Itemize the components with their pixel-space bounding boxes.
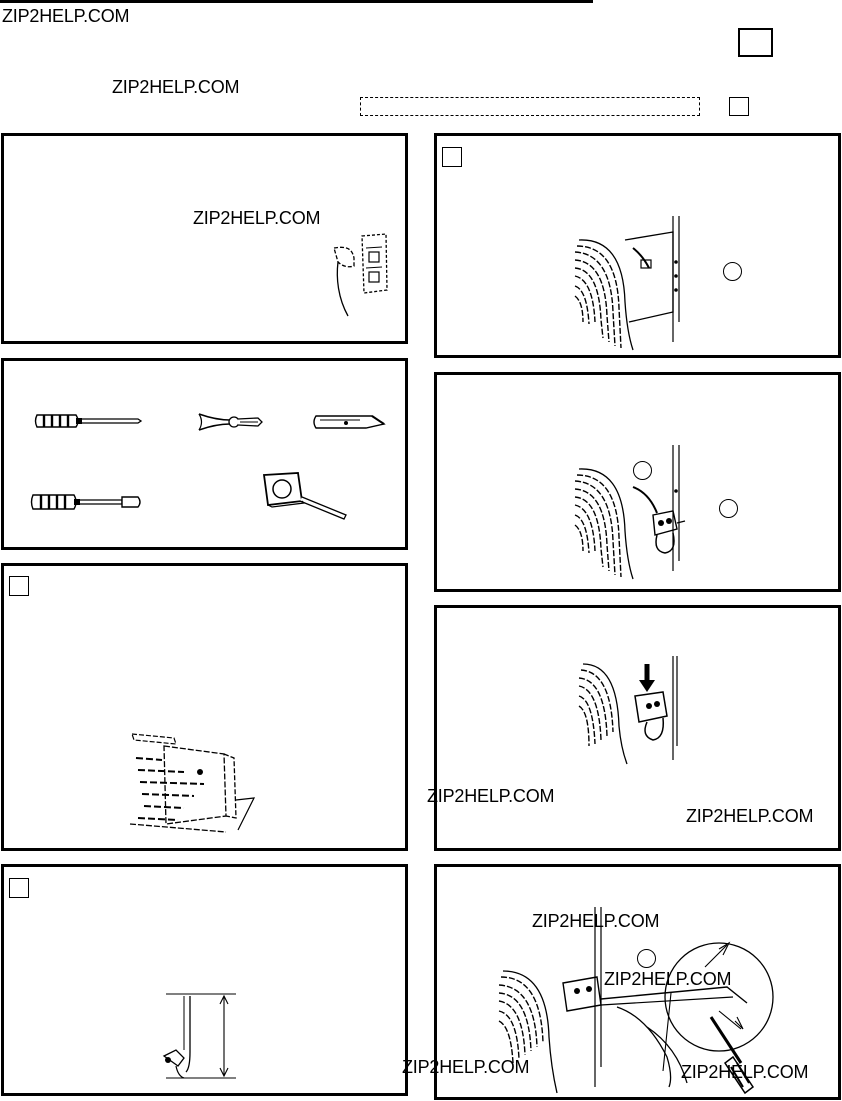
flat-screwdriver-icon (34, 414, 143, 428)
watermark: ZIP2HELP.COM (112, 77, 240, 97)
measurement-drawing (162, 993, 236, 1079)
tape-measure-icon (262, 472, 347, 520)
wire-connection-drawing (498, 907, 774, 1095)
watermark: ZIP2HELP.COM (686, 806, 814, 826)
watermark: ZIP2HELP.COM (681, 1062, 809, 1082)
panel-tools-needed (1, 358, 408, 550)
panel-electrical-requirements (1, 133, 408, 344)
strain-relief-drawing (578, 656, 678, 765)
dryer-back-drawing (574, 216, 680, 351)
panel-step-connect-wires (434, 864, 841, 1100)
page-marker-box (738, 28, 773, 57)
panel-measure (1, 864, 408, 1096)
callout-circle (719, 499, 738, 518)
callout-circle (633, 461, 652, 480)
watermark: ZIP2HELP.COM (193, 208, 321, 228)
panel-step-remove-cover (434, 133, 841, 358)
watermark: ZIP2HELP.COM (427, 786, 555, 806)
panel-step-strain-relief (434, 605, 841, 851)
top-rule (0, 0, 593, 3)
dashed-title-box (360, 97, 700, 116)
step-marker (9, 576, 29, 596)
checkbox-square (729, 97, 749, 116)
panel-step-terminal-block (434, 372, 841, 592)
step-marker (9, 878, 29, 898)
pliers-icon (198, 413, 263, 431)
utility-knife-icon (313, 415, 386, 429)
appliance-carton-drawing (129, 733, 256, 833)
watermark: ZIP2HELP.COM (2, 6, 130, 26)
callout-circle (637, 949, 656, 968)
terminal-block-drawing (574, 445, 686, 580)
watermark: ZIP2HELP.COM (532, 911, 660, 931)
watermark: ZIP2HELP.COM (604, 969, 732, 989)
outlet-plug-drawing (333, 233, 388, 317)
panel-unpack (1, 563, 408, 851)
step-marker (442, 147, 462, 167)
nut-driver-icon (30, 494, 141, 510)
watermark: ZIP2HELP.COM (402, 1057, 530, 1077)
callout-circle (723, 262, 742, 281)
